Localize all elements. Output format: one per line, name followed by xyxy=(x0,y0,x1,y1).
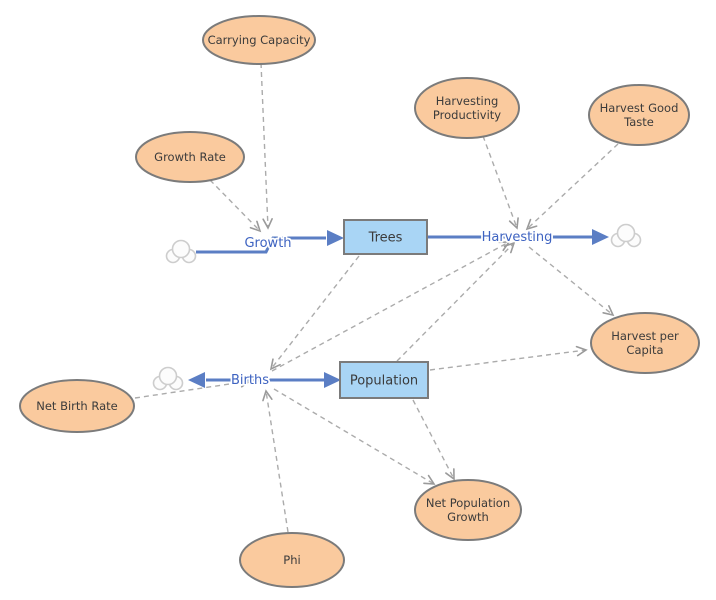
link-growth-rate-to-growth-flow xyxy=(209,179,261,232)
flow-arrowhead-icon xyxy=(324,372,341,388)
cloud-icon-harvesting-sink xyxy=(610,223,642,248)
cloud-icon-births-source xyxy=(152,366,184,391)
link-arrowhead-icon xyxy=(249,220,262,233)
flow-harvesting[interactable]: Harvesting xyxy=(480,228,554,247)
link-arrowhead-icon xyxy=(575,345,588,357)
link-births-flow-to-net-population-growth xyxy=(273,388,435,485)
link-arrowhead-icon xyxy=(262,218,273,230)
variable-label-phi: Phi xyxy=(283,553,300,567)
variable-growth-rate[interactable] xyxy=(135,131,245,183)
link-carrying-capacity-to-growth-flow xyxy=(260,62,269,229)
variable-harvest-good-taste[interactable] xyxy=(588,84,690,146)
link-arrowhead-icon xyxy=(445,468,455,481)
variable-label-carrying-capacity: Carrying Capacity xyxy=(208,33,311,47)
stock-population[interactable] xyxy=(339,361,429,399)
variable-net-population-growth[interactable] xyxy=(414,479,522,541)
link-arrowhead-icon xyxy=(423,474,436,485)
link-arrowhead-icon xyxy=(498,241,511,252)
flow-births[interactable]: Births xyxy=(229,371,271,390)
link-arrowhead-icon xyxy=(508,217,519,230)
stock-label-trees: Trees xyxy=(368,231,403,246)
link-harvesting-productivity-to-harvesting-flow xyxy=(482,135,518,229)
flow-growth[interactable]: Growth xyxy=(243,234,294,253)
variable-phi[interactable] xyxy=(239,532,345,588)
link-harvest-good-taste-to-harvesting-flow xyxy=(526,143,619,230)
link-population-to-net-population-growth xyxy=(412,399,455,480)
link-harvesting-flow-to-harvest-per-capita xyxy=(528,246,614,316)
flow-arrowhead-icon xyxy=(188,372,205,388)
stock-trees[interactable] xyxy=(343,219,428,255)
flow-arrowhead-icon xyxy=(327,230,344,246)
link-net-birth-rate-to-births-flow xyxy=(134,380,251,399)
variable-harvesting-productivity[interactable] xyxy=(414,77,520,139)
link-arrowhead-icon xyxy=(602,305,615,317)
link-arrowhead-icon xyxy=(269,358,281,371)
variable-harvest-per-capita[interactable] xyxy=(590,312,700,374)
variable-carrying-capacity[interactable] xyxy=(202,15,316,65)
variable-label-growth-rate: Growth Rate xyxy=(154,150,226,164)
link-population-to-harvesting-flow xyxy=(396,242,515,362)
link-population-to-harvest-per-capita xyxy=(429,349,587,371)
flow-line-growth xyxy=(196,236,326,254)
variable-label-net-birth-rate: Net Birth Rate xyxy=(36,399,117,413)
flow-arrowhead-icon xyxy=(592,229,609,245)
link-births-flow-to-harvesting-flow xyxy=(271,241,510,372)
link-phi-to-births-flow xyxy=(265,390,289,533)
link-arrowhead-icon xyxy=(262,389,273,402)
link-trees-to-births-flow xyxy=(270,255,360,370)
variable-net-birth-rate[interactable] xyxy=(19,379,135,433)
link-arrowhead-icon xyxy=(525,218,538,231)
cloud-icon-growth-source xyxy=(165,239,197,264)
stock-label-population: Population xyxy=(350,374,418,389)
